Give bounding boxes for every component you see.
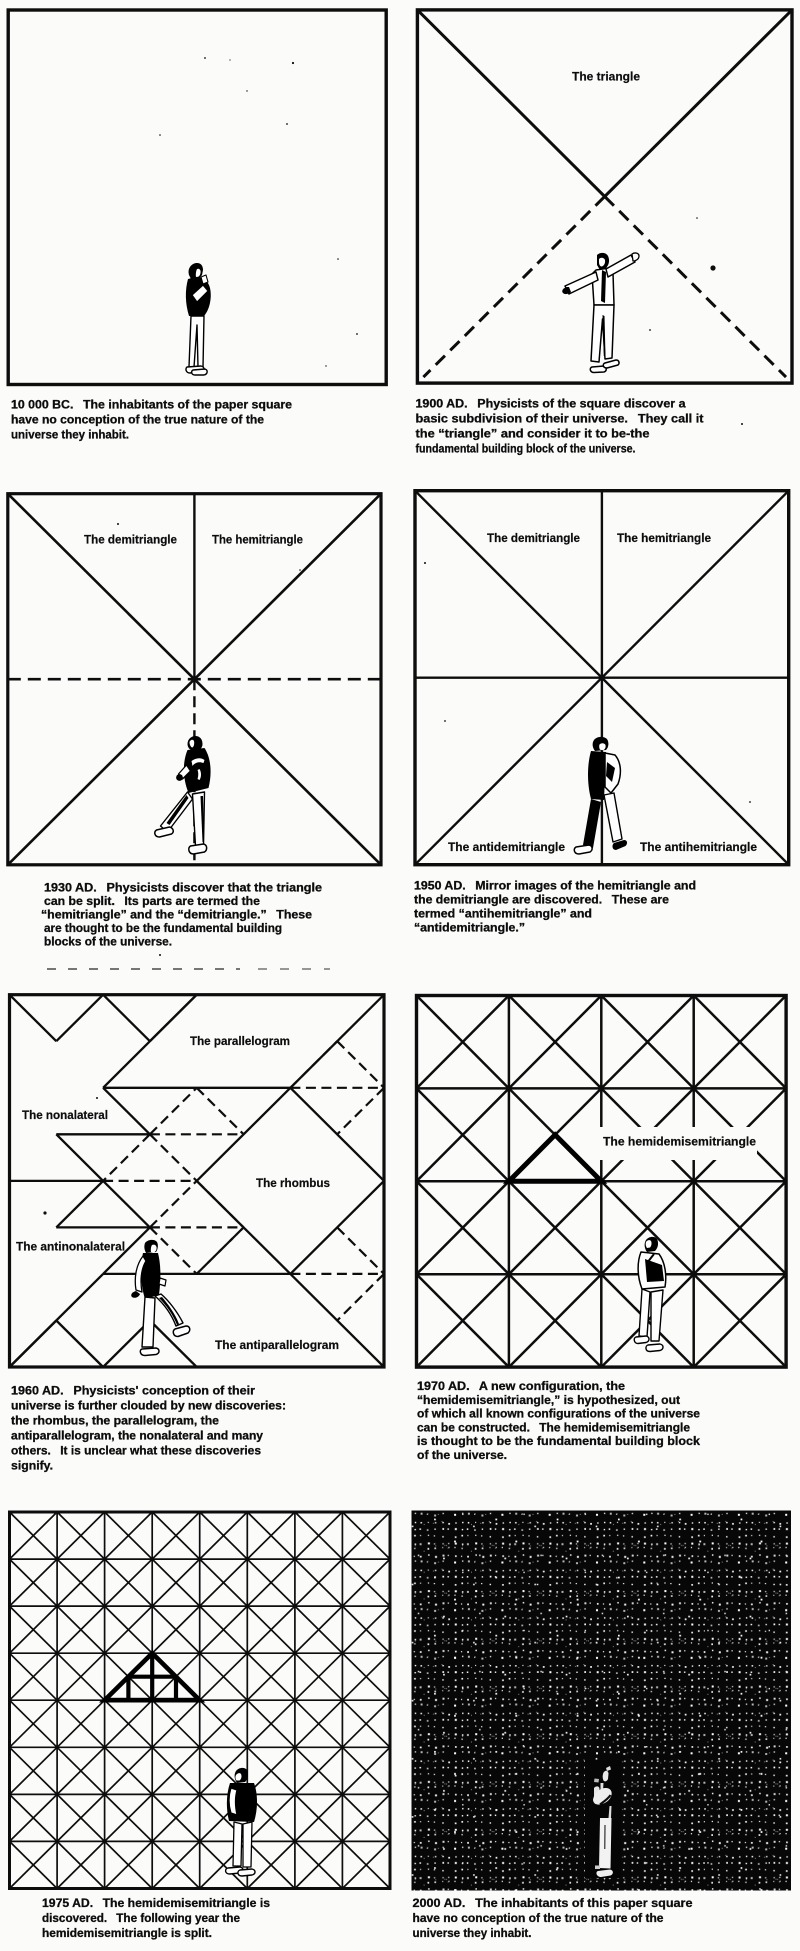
svg-text:The antiparallelogram: The antiparallelogram (215, 1338, 339, 1352)
svg-text:The rhombus: The rhombus (256, 1176, 330, 1190)
svg-text:“hemitriangle” and the “demitr: “hemitriangle” and the “demitriangle.” T… (41, 908, 312, 922)
svg-text:discovered. The following yea: discovered. The following year the (42, 1911, 240, 1925)
svg-text:The nonalateral: The nonalateral (22, 1108, 108, 1122)
svg-text:can be split. Its parts are t: can be split. Its parts are termed the (44, 894, 260, 908)
svg-text:the demitriangle are discovere: the demitriangle are discovered. These a… (414, 893, 669, 907)
svg-text:“hemidemisemitriangle,” is hyp: “hemidemisemitriangle,” is hypothesized,… (417, 1393, 680, 1407)
svg-text:1930 AD. Physicists discover: 1930 AD. Physicists discover that the tr… (44, 881, 322, 895)
svg-text:have no conception of the true: have no conception of the true nature of… (11, 413, 264, 427)
svg-text:signify.: signify. (11, 1459, 53, 1473)
svg-text:fundamental building block of: fundamental building block of the univer… (416, 442, 636, 456)
svg-text:The triangle: The triangle (572, 70, 640, 84)
svg-text:termed “antihemitriangle” and: termed “antihemitriangle” and (414, 907, 592, 921)
svg-text:“antidemitriangle.”: “antidemitriangle.” (414, 921, 525, 935)
svg-text:the “triangle” and consider it: the “triangle” and consider it to be-the (416, 427, 650, 441)
svg-text:The hemitriangle: The hemitriangle (617, 531, 711, 545)
svg-text:The hemitriangle: The hemitriangle (212, 533, 303, 547)
svg-text:The demitriangle: The demitriangle (487, 531, 580, 545)
svg-text:The hemidemisemitriangle: The hemidemisemitriangle (603, 1135, 756, 1149)
svg-text:1960 AD. Physicists' concepti: 1960 AD. Physicists' conception of their (11, 1384, 255, 1398)
svg-text:universe they inhabit.: universe they inhabit. (413, 1926, 532, 1940)
svg-text:of the universe.: of the universe. (417, 1448, 507, 1462)
svg-text:blocks of the universe.: blocks of the universe. (44, 935, 172, 949)
svg-text:1900 AD. Physicists of the sq: 1900 AD. Physicists of the square discov… (416, 397, 686, 411)
svg-text:The antinonalateral: The antinonalateral (16, 1240, 125, 1254)
svg-text:is thought to be the fundament: is thought to be the fundamental buildin… (417, 1434, 700, 1448)
svg-text:1970 AD. A new configuration,: 1970 AD. A new configuration, the (417, 1379, 625, 1393)
svg-text:hemidemisemitriangle is split.: hemidemisemitriangle is split. (42, 1926, 212, 1940)
svg-text:have no conception of the true: have no conception of the true nature of… (413, 1911, 664, 1925)
svg-text:universe they inhabit.: universe they inhabit. (11, 428, 129, 442)
svg-text:universe is further clouded by: universe is further clouded by new disco… (11, 1399, 286, 1413)
svg-text:1975 AD. The hemidemisemitria: 1975 AD. The hemidemisemitriangle is (42, 1896, 270, 1910)
svg-text:antiparallelogram, the nonalat: antiparallelogram, the nonalateral and m… (11, 1429, 263, 1443)
svg-text:basic subdivision of their uni: basic subdivision of their universe. The… (416, 412, 704, 426)
svg-text:The parallelogram: The parallelogram (190, 1034, 290, 1048)
svg-text:are thought to be the fundamen: are thought to be the fundamental buildi… (44, 921, 282, 935)
svg-text:can be constructed. The hemid: can be constructed. The hemidemisemitria… (417, 1420, 690, 1434)
svg-text:The antihemitriangle: The antihemitriangle (640, 840, 757, 854)
svg-text:of which all known configurati: of which all known configurations of the… (417, 1407, 700, 1421)
svg-text:The antidemitriangle: The antidemitriangle (448, 840, 565, 854)
svg-text:1950 AD. Mirror images of the: 1950 AD. Mirror images of the hemitriang… (414, 879, 696, 893)
svg-text:the rhombus, the parallelogram: the rhombus, the parallelogram, the (11, 1414, 219, 1428)
svg-text:others. It is unclear what th: others. It is unclear what these discove… (11, 1444, 261, 1458)
svg-text:10 000 BC. The inhabitants of: 10 000 BC. The inhabitants of the paper … (11, 398, 292, 412)
svg-text:The demitriangle: The demitriangle (84, 533, 177, 547)
svg-text:2000 AD. The inhabitants of t: 2000 AD. The inhabitants of this paper s… (413, 1896, 693, 1910)
